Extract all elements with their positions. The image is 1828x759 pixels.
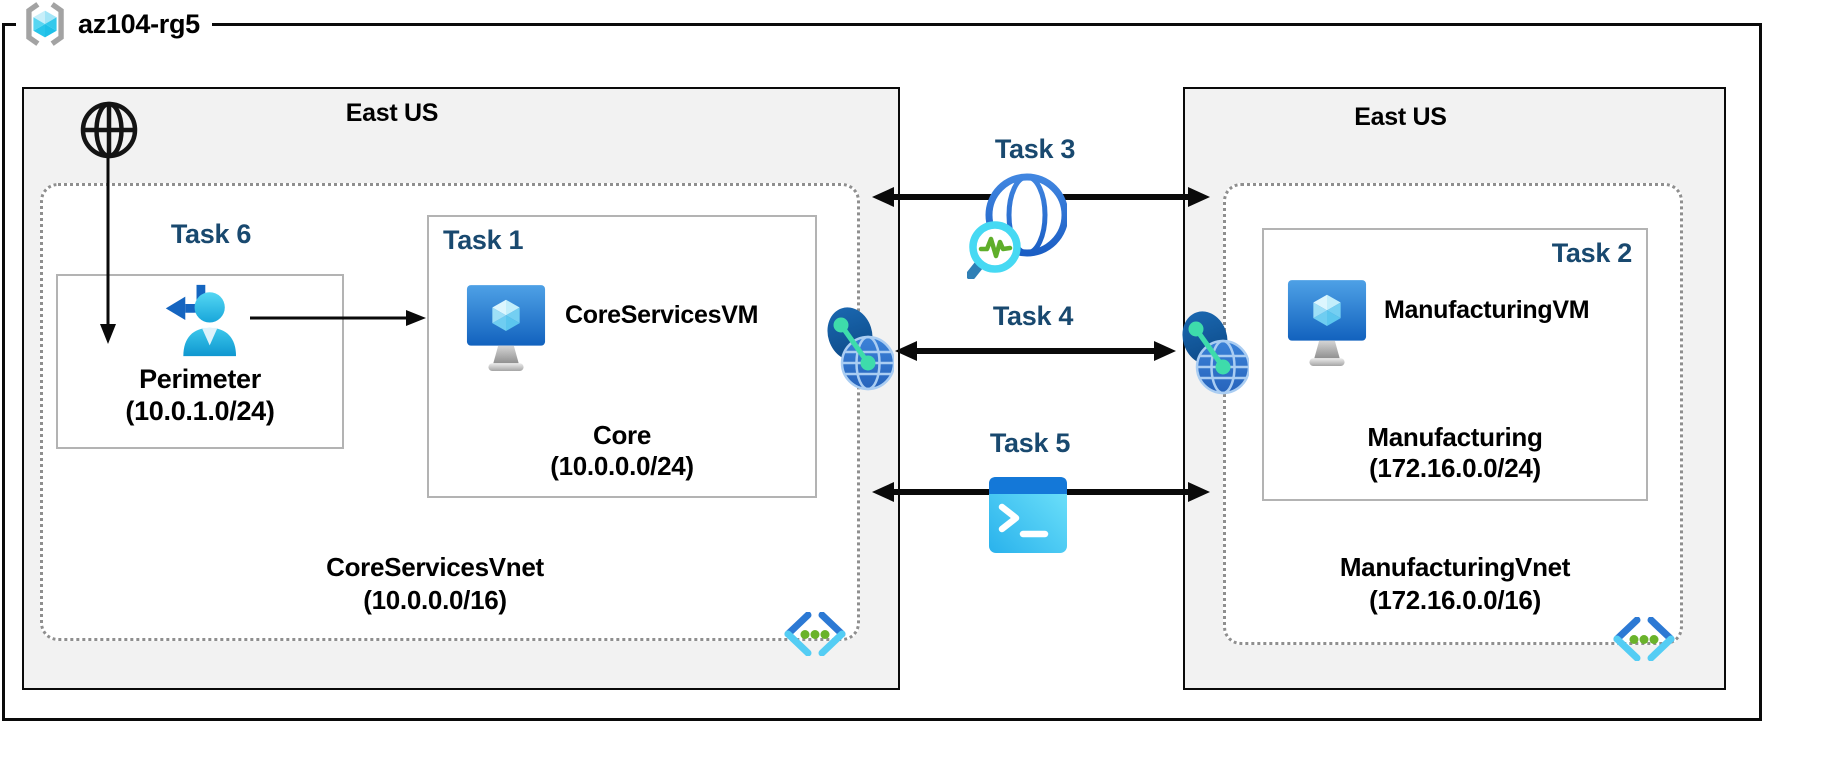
virtual-network-icon xyxy=(1612,617,1676,661)
virtual-machine-icon xyxy=(1286,278,1368,372)
vnet-peering-icon xyxy=(826,306,894,394)
task4-label: Task 4 xyxy=(992,301,1074,331)
task2-label: Task 2 xyxy=(1551,238,1633,268)
perimeter-subnet-box: Perimeter (10.0.1.0/24) xyxy=(56,274,344,449)
cloud-shell-icon xyxy=(989,477,1067,553)
region-title-right: East US xyxy=(1354,103,1447,131)
region-title-left: East US xyxy=(345,99,439,127)
task1-label: Task 1 xyxy=(443,225,524,255)
signin-user-icon xyxy=(155,282,239,362)
task2-box: Task 2 ManufacturingVM Manufacturing (17… xyxy=(1262,228,1648,501)
internet-globe-icon xyxy=(80,101,138,159)
core-services-vnet-label: CoreServicesVnet (10.0.0.0/16) xyxy=(326,551,544,617)
network-watcher-icon xyxy=(967,171,1067,279)
vnet-cidr: (10.0.0.0/16) xyxy=(363,585,507,615)
virtual-network-icon xyxy=(783,612,847,656)
vm-name: CoreServicesVM xyxy=(565,301,759,329)
task1-box: Task 1 xyxy=(427,215,817,498)
virtual-machine-icon xyxy=(465,283,547,377)
subnet-name: Manufacturing xyxy=(1367,422,1543,452)
vm-name: ManufacturingVM xyxy=(1384,296,1590,324)
task6-label: Task 6 xyxy=(170,219,252,249)
subnet-cidr: (172.16.0.0/24) xyxy=(1369,453,1541,483)
perimeter-subnet-name: Perimeter xyxy=(139,364,261,394)
task5-label: Task 5 xyxy=(989,428,1071,458)
vnet-name: CoreServicesVnet xyxy=(326,552,544,582)
perimeter-subnet-cidr: (10.0.1.0/24) xyxy=(125,396,275,426)
resource-group-border xyxy=(2,23,1762,721)
subnet-name: Core xyxy=(592,420,652,450)
vnet-name: ManufacturingVnet xyxy=(1339,552,1571,582)
resource-group-label: az104-rg5 xyxy=(78,8,200,39)
manufacturing-vnet-label: ManufacturingVnet (172.16.0.0/16) xyxy=(1339,551,1571,617)
task3-label: Task 3 xyxy=(994,134,1076,164)
resource-group-header: az104-rg5 xyxy=(16,0,212,48)
vnet-peering-icon xyxy=(1181,310,1249,398)
subnet-cidr: (10.0.0.0/24) xyxy=(550,451,694,481)
resource-group-icon xyxy=(20,1,70,47)
vnet-cidr: (172.16.0.0/16) xyxy=(1369,585,1541,615)
